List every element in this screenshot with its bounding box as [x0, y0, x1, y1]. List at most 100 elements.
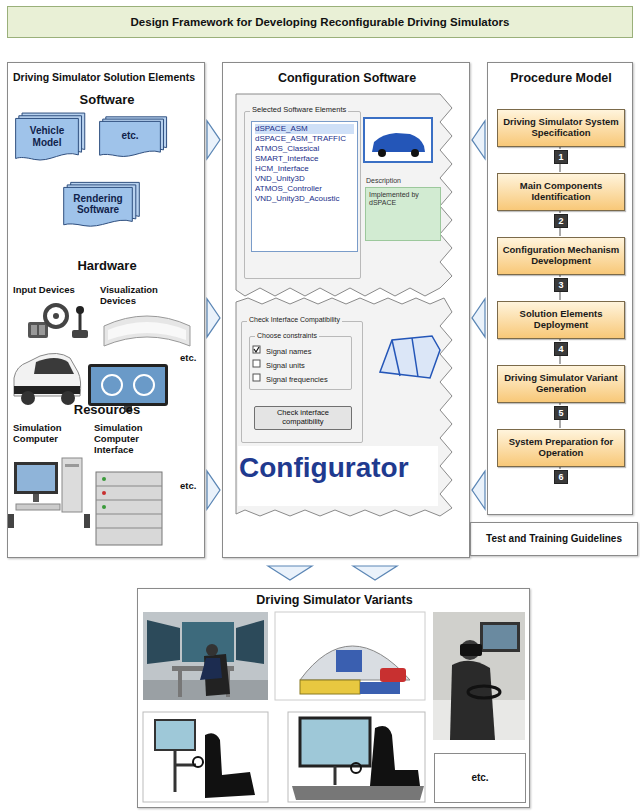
procedure-links-part	[560, 355, 561, 364]
document-text: Rendering Software	[66, 193, 130, 216]
simulator-cad-drawing-part	[380, 668, 406, 682]
simulator-photo-part	[200, 658, 222, 680]
block-arrow	[268, 566, 397, 580]
configurator-screenshot-part	[372, 133, 425, 152]
process-box: Main Components Identification	[497, 173, 625, 211]
vr-simulator-photo-part	[450, 661, 495, 740]
seat-mockup-platform	[288, 712, 425, 802]
vehicle-mockup-part	[14, 353, 81, 396]
configurator-title: Configurator	[239, 453, 449, 484]
simulator-photo-part	[143, 612, 268, 700]
groupbox: Check Interface CompatibilityChoose cons…	[241, 321, 363, 443]
groupbox: Selected Software ElementsdSPACE_ASMdSPA…	[244, 111, 361, 279]
step-number-box: 4	[554, 342, 568, 356]
step-number-box: 3	[554, 278, 568, 292]
list-item: ATMOS_Classical	[255, 144, 354, 154]
step-number-box: 6	[554, 470, 568, 484]
seat-mockup-platform-part	[288, 712, 425, 802]
process-box: Driving Simulator Variant Generation	[497, 365, 625, 403]
etc-label: etc.	[180, 353, 204, 364]
simulator-cad-drawing	[275, 612, 425, 700]
step-text: Driving Simulator System Specification	[501, 117, 621, 139]
block-arrow	[472, 121, 485, 509]
simulation-computer-interface-part	[96, 514, 162, 515]
checkbox-label: Signal frequencies	[266, 376, 328, 385]
simulation-computer-part	[8, 514, 14, 528]
step-text: System Preparation for Operation	[501, 437, 621, 459]
list-item: ATMOS_Controller	[255, 184, 354, 194]
software-document: Vehicle Model	[15, 118, 79, 163]
description-box: DescriptionImplemented by dSPACE	[365, 187, 441, 241]
step-text: Solution Elements Deployment	[501, 309, 621, 331]
list-item: VND_Unity3D	[255, 174, 354, 184]
seat-mockup-small-part	[193, 757, 203, 767]
simulation-computer-part	[16, 504, 60, 510]
resource-label: Simulation Computer Interface	[94, 423, 174, 456]
list-item: VND_Unity3D_Acoustic	[255, 194, 354, 204]
arrow-head	[353, 566, 397, 580]
panel-heading: Driving Simulator Solution Elements	[13, 71, 205, 83]
simulation-computer-interface-part	[102, 491, 106, 495]
callout-number: 1	[558, 153, 563, 162]
guidelines-box: Test and Training Guidelines	[470, 522, 638, 556]
arrow-head	[207, 121, 220, 159]
configurator-screenshot-part	[380, 336, 440, 378]
groupbox-title: Choose constraints	[255, 332, 319, 340]
curved-screen	[104, 316, 190, 346]
configurator-screenshot-part	[412, 338, 418, 377]
step-text: Configuration Mechanism Development	[501, 245, 621, 267]
panel-heading: Configuration Software	[223, 71, 471, 85]
procedure-links-part	[560, 291, 561, 300]
document-text: etc.	[121, 130, 138, 142]
input-device-icons-part	[79, 312, 82, 330]
configurator-screenshot-part	[254, 347, 259, 352]
input-device-icons-part	[39, 325, 45, 335]
configurator-screenshot-part	[253, 374, 260, 381]
callout-number: 4	[558, 345, 563, 354]
simulation-computer-interface	[96, 472, 162, 545]
seat-mockup-small-part	[155, 720, 195, 750]
step-text: Driving Simulator Variant Generation	[501, 373, 621, 395]
vr-simulator-photo-part	[468, 686, 500, 698]
simulator-photo-part	[178, 671, 182, 697]
input-device-icons-part	[53, 313, 59, 319]
device-label: Visualization Devices	[100, 285, 192, 307]
seat-mockup-platform-part	[300, 718, 370, 766]
simulation-computer-part	[65, 464, 79, 467]
list-item: HCM_Interface	[255, 164, 354, 174]
title-text: Design Framework for Developing Reconfig…	[131, 16, 510, 28]
push-button: Check interface compatibility	[254, 406, 352, 430]
configurator-screenshot-part	[253, 360, 260, 367]
simulator-cad-drawing-part	[360, 682, 400, 694]
block-arrow	[207, 121, 220, 509]
arrow-head	[472, 299, 485, 337]
dashboard-display-part	[88, 364, 168, 406]
section-heading: Resources	[8, 403, 206, 418]
etc-label: etc.	[471, 772, 488, 784]
simulation-computer-interface-part	[96, 486, 162, 487]
software-document: Rendering Software	[63, 187, 133, 229]
section-heading: Hardware	[8, 259, 206, 274]
seat-mockup-small-part	[205, 733, 255, 798]
arrow-head	[207, 299, 220, 337]
simulation-computer-interface-part	[96, 528, 162, 529]
document-outline	[16, 118, 79, 160]
field-label: Description	[366, 177, 401, 185]
etc-label: etc.	[180, 481, 204, 492]
arrow-head	[472, 121, 485, 159]
arrow-head	[268, 566, 312, 580]
step-number-box: 5	[554, 406, 568, 420]
seat-mockup-platform-part	[351, 763, 361, 773]
document-text: Vehicle Model	[18, 125, 76, 148]
configurator-screenshot	[236, 94, 452, 516]
vehicle-mockup-part	[34, 358, 74, 374]
arrow-head	[207, 471, 220, 509]
panel-heading: Driving Simulator Variants	[138, 593, 531, 607]
groupbox-title: Selected Software Elements	[250, 106, 348, 115]
procedure-model-panel: Procedure ModelDriving Simulator System …	[487, 62, 633, 515]
simulation-computer-part	[14, 462, 58, 494]
seat-mockup-platform-part	[292, 786, 424, 800]
groupbox-title: Check Interface Compatibility	[247, 316, 342, 324]
device-label: Input Devices	[13, 285, 95, 296]
step-number-box: 1	[554, 150, 568, 164]
